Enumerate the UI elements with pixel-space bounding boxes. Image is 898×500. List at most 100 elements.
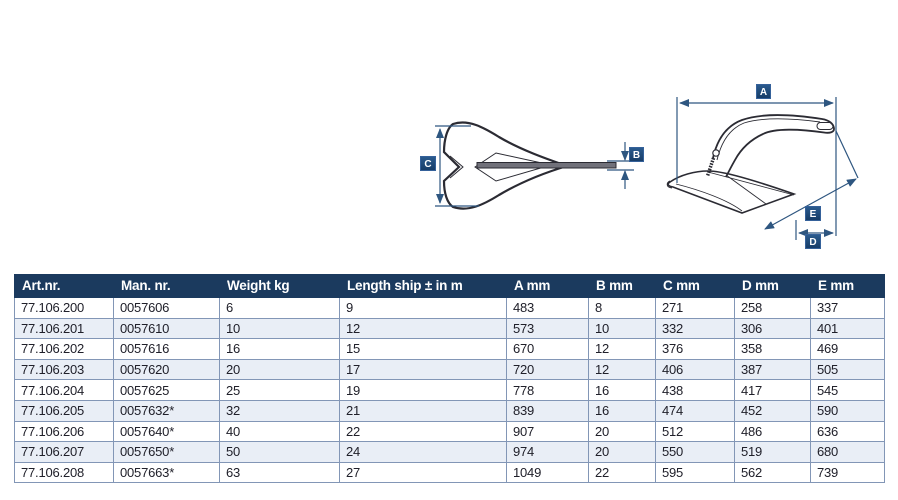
table-cell: 406 [655, 358, 735, 381]
side-fluke-outline [667, 170, 797, 214]
table-cell: 438 [655, 379, 735, 401]
column-header: B mm [588, 274, 656, 298]
table-cell: 0057606 [113, 297, 220, 319]
shank-outline [712, 114, 835, 178]
table-cell: 8 [588, 297, 656, 319]
table-cell: 550 [655, 441, 735, 463]
dimension-d [795, 220, 834, 240]
table-cell: 10 [588, 317, 656, 340]
dimension-label-e: E [805, 206, 821, 221]
anchor-top-view-drawing [435, 121, 634, 210]
table-cell: 778 [506, 379, 589, 401]
table-cell: 0057663* [113, 461, 220, 484]
table-cell: 16 [219, 338, 340, 360]
table-cell: 77.106.208 [14, 461, 114, 484]
column-header: Art.nr. [14, 274, 114, 298]
table-cell: 24 [339, 441, 507, 463]
column-header: A mm [506, 274, 589, 298]
table-cell: 19 [339, 379, 507, 401]
table-cell: 22 [588, 461, 656, 484]
table-cell: 77.106.201 [14, 317, 114, 340]
table-cell: 77.106.206 [14, 420, 114, 443]
table-cell: 670 [506, 338, 589, 360]
table-cell: 720 [506, 358, 589, 381]
table-cell: 595 [655, 461, 735, 484]
table-cell: 474 [655, 399, 735, 422]
table-cell: 20 [588, 420, 656, 443]
table-cell: 0057620 [113, 358, 220, 381]
table-cell: 486 [734, 420, 811, 443]
table-cell: 376 [655, 338, 735, 360]
table-cell: 573 [506, 317, 589, 340]
table-cell: 77.106.202 [14, 338, 114, 360]
table-cell: 839 [506, 399, 589, 422]
table-cell: 271 [655, 297, 735, 319]
column-header: Weight kg [219, 274, 340, 298]
table-cell: 483 [506, 297, 589, 319]
table-cell: 16 [588, 399, 656, 422]
table-cell: 50 [219, 441, 340, 463]
dimension-label-b: B [629, 147, 644, 162]
table-cell: 0057616 [113, 338, 220, 360]
table-cell: 63 [219, 461, 340, 484]
table-cell: 15 [339, 338, 507, 360]
dimension-label-d: D [805, 234, 821, 249]
table-cell: 20 [219, 358, 340, 381]
table-cell: 636 [810, 420, 885, 443]
table-cell: 417 [734, 379, 811, 401]
table-cell: 974 [506, 441, 589, 463]
table-cell: 77.106.200 [14, 297, 114, 319]
shank-pin-head [712, 149, 720, 157]
table-cell: 452 [734, 399, 811, 422]
dimension-c [435, 125, 479, 207]
table-cell: 562 [734, 461, 811, 484]
fluke-inner-line-3 [725, 174, 767, 205]
table-cell: 0057610 [113, 317, 220, 340]
table-cell: 77.106.204 [14, 379, 114, 401]
table-cell: 0057650* [113, 441, 220, 463]
table-cell: 10 [219, 317, 340, 340]
table-cell: 680 [810, 441, 885, 463]
dimension-label-a: A [756, 84, 771, 99]
fluke-inner-line-2 [707, 171, 795, 196]
table-cell: 77.106.203 [14, 358, 114, 381]
table-cell: 590 [810, 399, 885, 422]
table-cell: 25 [219, 379, 340, 401]
table-cell: 739 [810, 461, 885, 484]
table-cell: 258 [734, 297, 811, 319]
table-cell: 16 [588, 379, 656, 401]
table-cell: 337 [810, 297, 885, 319]
fluke-outline [442, 121, 571, 210]
table-cell: 27 [339, 461, 507, 484]
table-cell: 77.106.205 [14, 399, 114, 422]
table-cell: 12 [588, 358, 656, 381]
table-cell: 20 [588, 441, 656, 463]
table-cell: 0057632* [113, 399, 220, 422]
column-header: Length ship ± in m [339, 274, 507, 298]
dimension-label-c: C [420, 156, 436, 171]
fluke-tip-curl [666, 180, 673, 189]
column-header: C mm [655, 274, 735, 298]
table-cell: 519 [734, 441, 811, 463]
table-cell: 545 [810, 379, 885, 401]
table-cell: 1049 [506, 461, 589, 484]
table-cell: 0057625 [113, 379, 220, 401]
table-cell: 22 [339, 420, 507, 443]
table-cell: 401 [810, 317, 885, 340]
table-cell: 907 [506, 420, 589, 443]
table-cell: 505 [810, 358, 885, 381]
fluke-inner-line-1 [675, 183, 743, 212]
table-cell: 332 [655, 317, 735, 340]
table-cell: 9 [339, 297, 507, 319]
table-cell: 17 [339, 358, 507, 381]
table-cell: 40 [219, 420, 340, 443]
